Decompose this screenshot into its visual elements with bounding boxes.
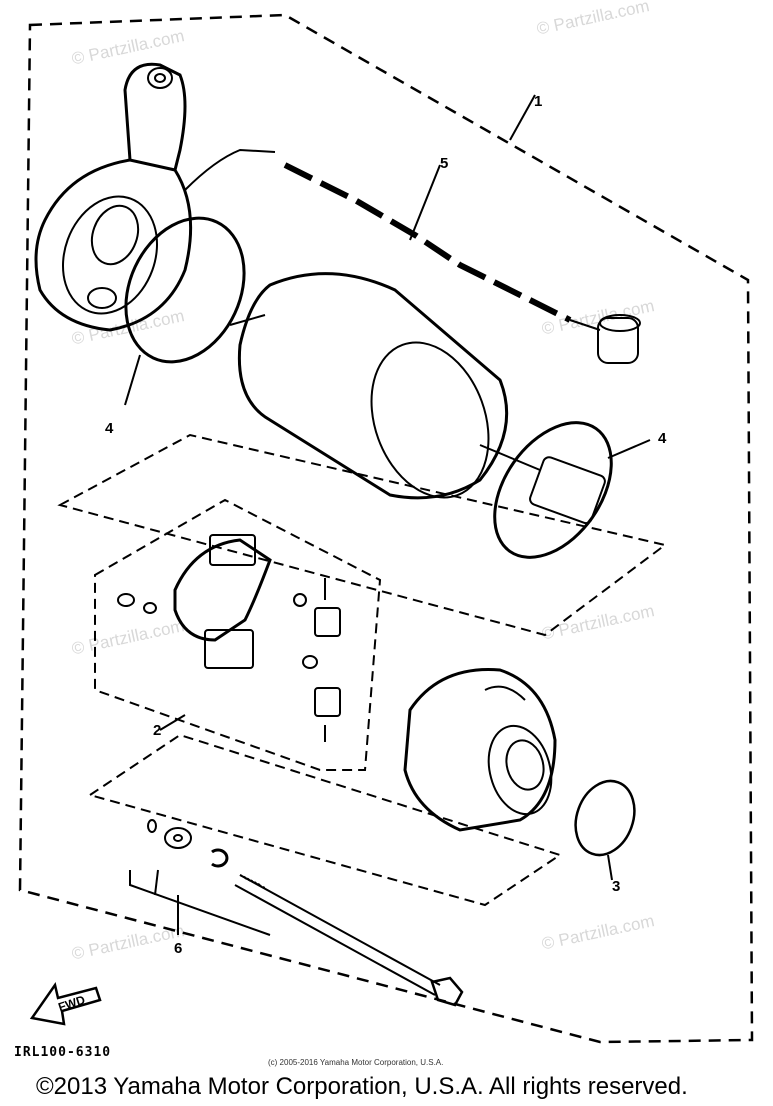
o-ring-small [574, 779, 636, 857]
brush-holder-group-outline [94, 498, 382, 771]
washer-set [147, 819, 229, 868]
o-ring-left [124, 216, 246, 364]
brush-holder [117, 534, 341, 742]
callout-part-2: 2 [153, 722, 162, 739]
armature-group-outline [57, 433, 668, 637]
armature-yoke [229, 272, 606, 525]
main-copyright: ©2013 Yamaha Motor Corporation, U.S.A. A… [36, 1073, 688, 1100]
callout-part-4-right: 4 [658, 430, 667, 447]
through-bolt [234, 874, 464, 1007]
callout-part-6: 6 [174, 940, 183, 957]
rear-cover-group-outline [87, 733, 563, 907]
callout-part-5: 5 [440, 155, 449, 172]
o-ring-right [493, 421, 613, 559]
front-bracket [34, 62, 276, 332]
rear-cover [403, 668, 557, 832]
fwd-arrow-icon [29, 981, 102, 1026]
callout-part-4-left: 4 [105, 420, 114, 437]
fwd-label: FWD [56, 993, 87, 1015]
callout-part-1: 1 [534, 93, 543, 110]
small-copyright: (c) 2005-2016 Yamaha Motor Corporation, … [268, 1058, 444, 1067]
assembly-boundary [18, 13, 754, 1044]
callout-part-3: 3 [612, 878, 621, 895]
lead-wire [283, 162, 641, 364]
diagram-code: IRL100-6310 [14, 1045, 112, 1060]
